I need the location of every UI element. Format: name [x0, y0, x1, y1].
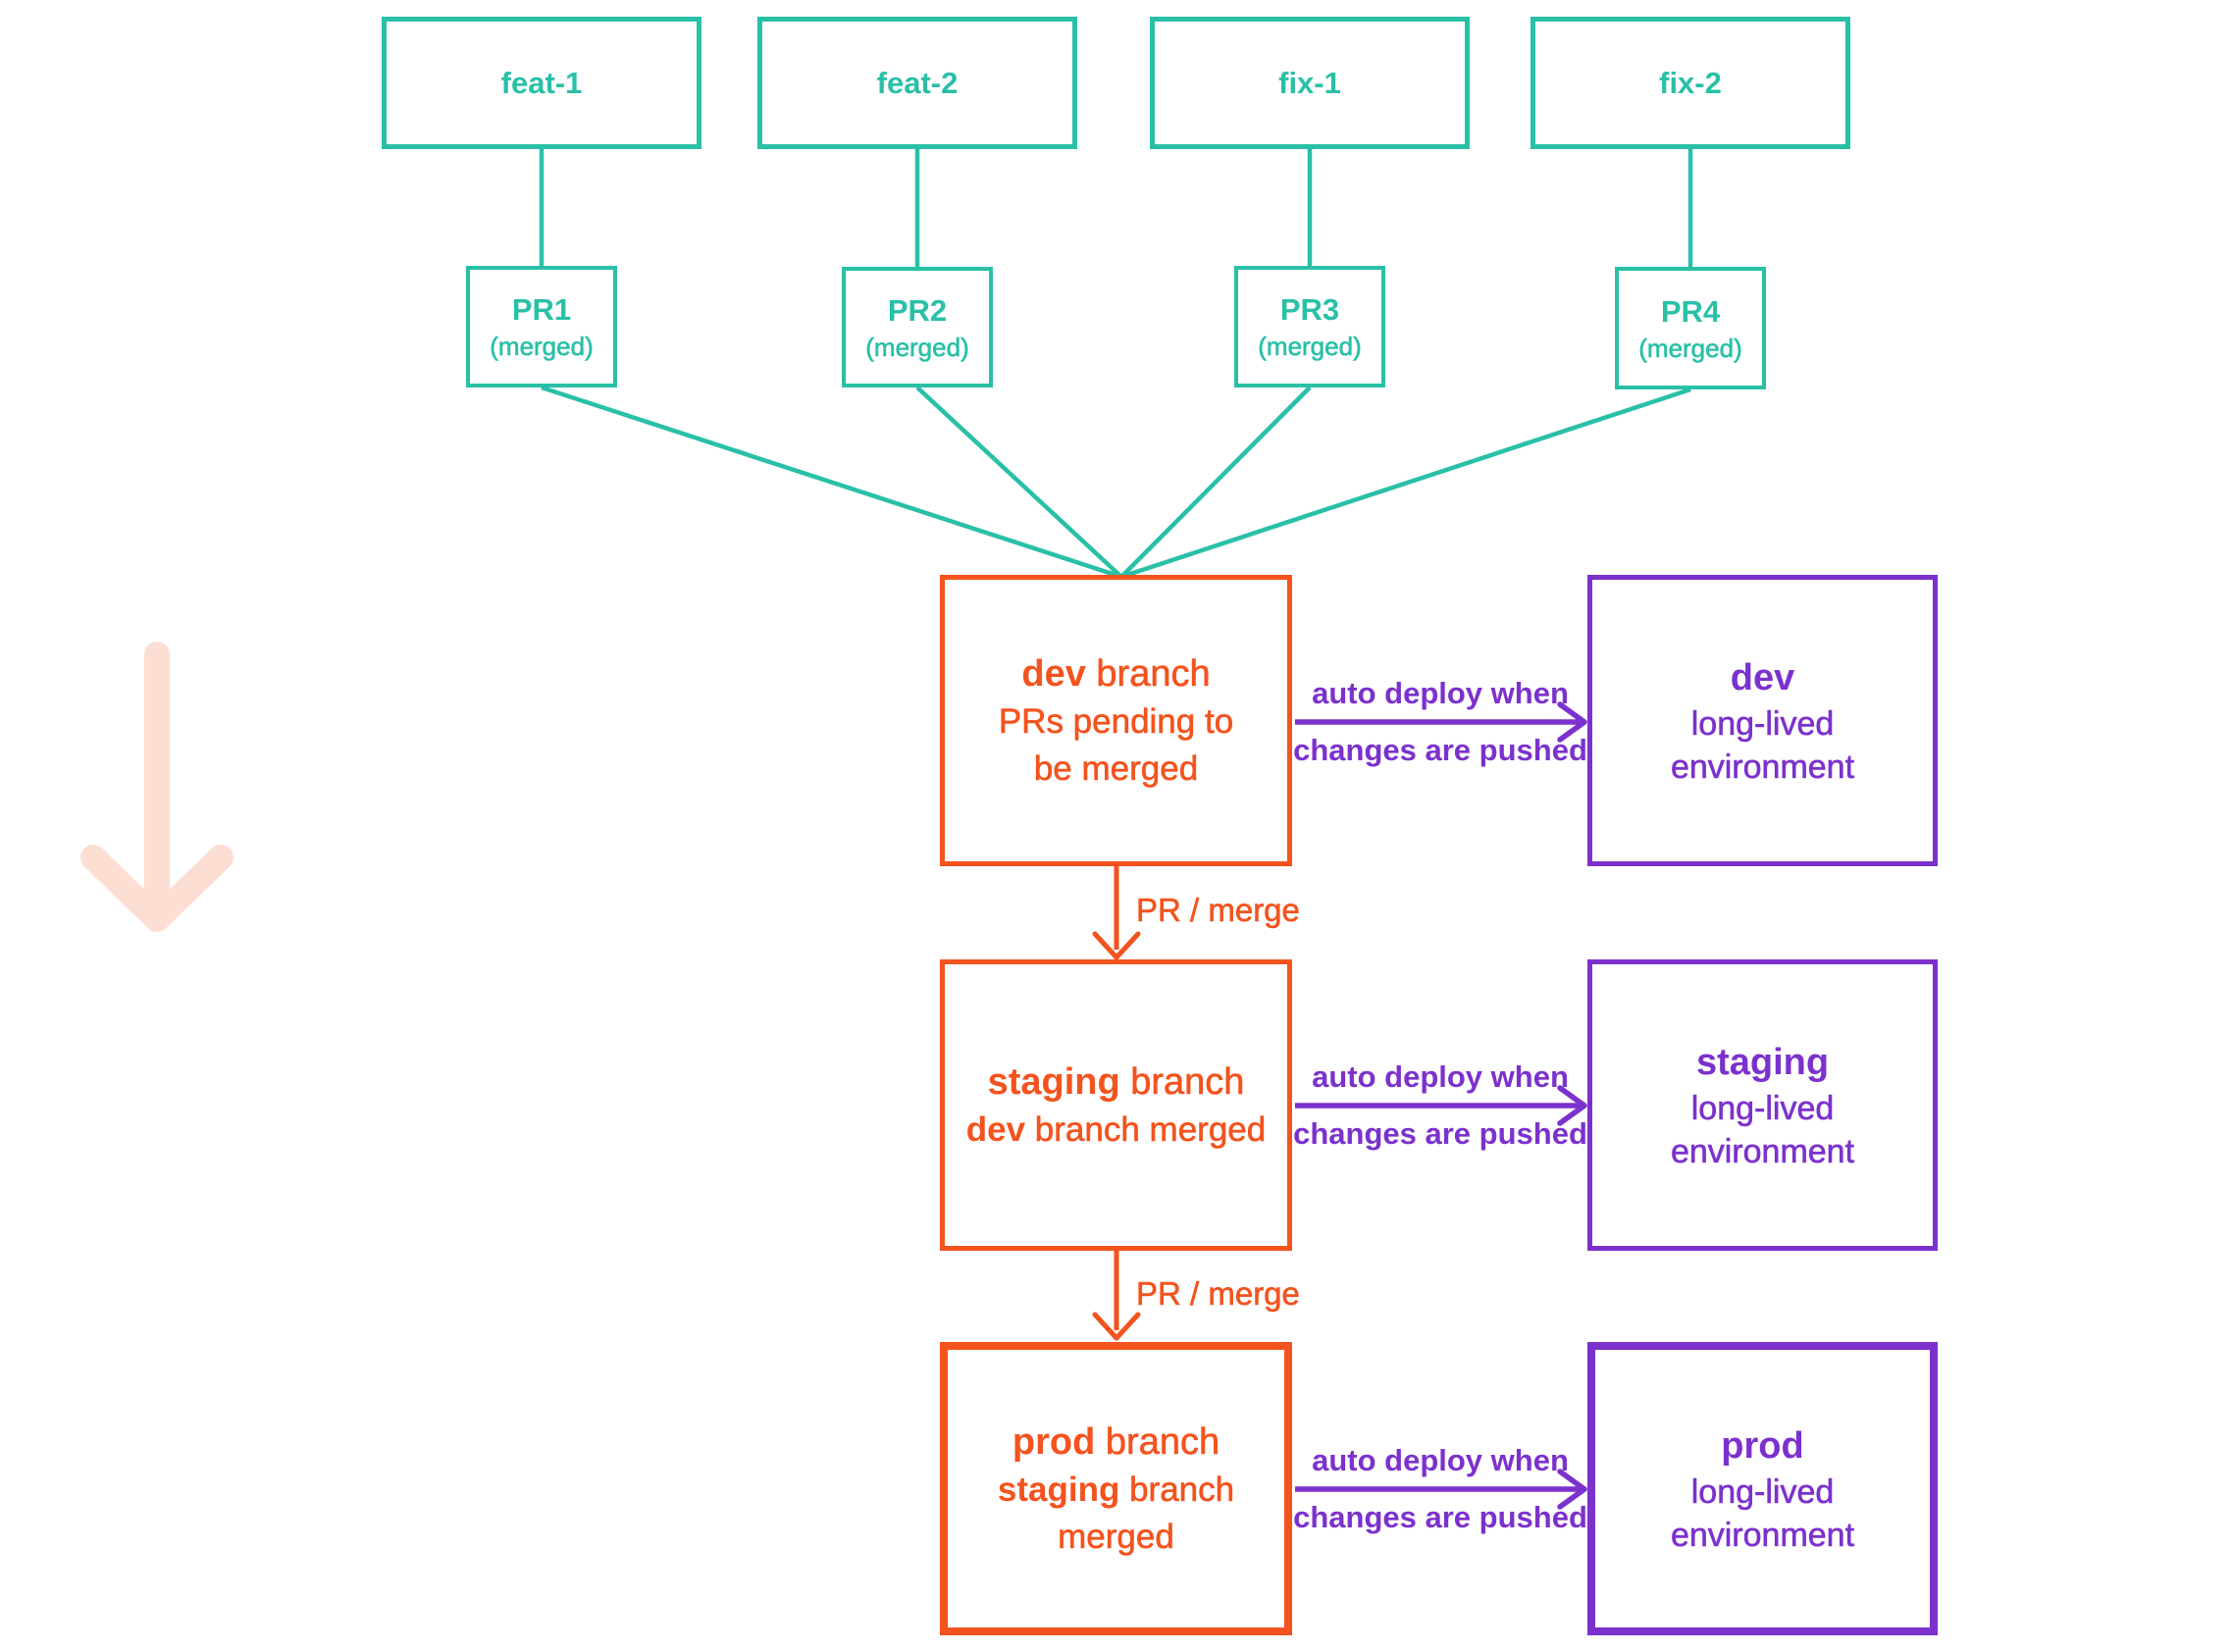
branch-keyword: staging [987, 1060, 1120, 1103]
branch-box-dev: dev branch PRs pending to be merged [940, 575, 1292, 866]
merge-arrow-label-staging-to-prod: PR / merge [1136, 1275, 1300, 1313]
branch-box-prod: prod branch staging branch merged [940, 1342, 1292, 1635]
deploy-label-line: changes are pushed [1293, 1116, 1587, 1151]
branch-detail-line: be merged [1033, 746, 1199, 793]
pr-name: PR4 [1660, 293, 1721, 329]
env-name: dev [1730, 656, 1795, 698]
env-line: environment [1670, 748, 1855, 786]
merge-line-pr2-to-dev-branch [915, 386, 1123, 579]
env-name: prod [1721, 1424, 1804, 1467]
pr-box-pr2: PR2 (merged) [842, 267, 993, 387]
feature-branch-box-fix-2: fix-2 [1531, 17, 1850, 149]
deploy-label-gap [1291, 710, 1589, 734]
deploy-label-gap [1291, 1477, 1589, 1501]
deploy-label-line: auto deploy when [1312, 676, 1569, 710]
arrow-staging-branch-to-prod-branch [1092, 1251, 1141, 1341]
pr-box-pr1: PR1 (merged) [466, 266, 617, 387]
pr-status: (merged) [865, 332, 969, 362]
branch-suffix: branch [1085, 652, 1211, 695]
branch-box-staging: staging branch dev branch merged [940, 959, 1292, 1251]
feature-branch-label: fix-2 [1659, 65, 1722, 100]
pr-status: (merged) [490, 332, 594, 362]
env-box-prod: prod long-lived environment [1587, 1342, 1938, 1635]
arrow-dev-branch-to-staging-branch [1092, 866, 1141, 960]
deploy-arrow-label-staging: auto deploy when changes are pushed [1291, 1060, 1589, 1151]
branch-detail-line: merged [1058, 1514, 1174, 1561]
detail-text: PRs pending to [998, 701, 1234, 741]
pr-box-pr3: PR3 (merged) [1234, 266, 1385, 387]
feature-branch-box-fix-1: fix-1 [1150, 17, 1470, 149]
merge-line-pr3-to-dev-branch [1119, 386, 1312, 579]
branch-detail-line: dev branch merged [965, 1107, 1267, 1154]
deploy-label-line: auto deploy when [1312, 1443, 1569, 1477]
detail-text: merged [1058, 1517, 1174, 1556]
merge-line-pr1-to-dev-branch [541, 385, 1122, 580]
detail-keyword: dev [965, 1110, 1026, 1149]
pr-name: PR3 [1279, 292, 1340, 327]
env-box-dev: dev long-lived environment [1587, 575, 1938, 866]
env-line: long-lived [1690, 1089, 1835, 1127]
merge-arrow-label-dev-to-staging: PR / merge [1136, 892, 1300, 929]
feature-branch-box-feat-1: feat-1 [382, 17, 701, 149]
env-line: long-lived [1690, 704, 1835, 743]
branch-title: staging branch [988, 1058, 1245, 1107]
feature-branch-label: feat-1 [500, 65, 583, 100]
pr-box-pr4: PR4 (merged) [1615, 267, 1766, 389]
branch-detail-line: PRs pending to [998, 698, 1234, 746]
pr-status: (merged) [1638, 333, 1742, 363]
deploy-label-gap [1291, 1094, 1589, 1117]
branch-title: prod branch [1012, 1418, 1219, 1467]
branch-suffix: branch [1119, 1060, 1245, 1103]
timeline-down-arrow [80, 642, 233, 932]
merge-line-pr4-to-dev-branch [1120, 387, 1691, 580]
branch-detail-line: staging branch [997, 1467, 1235, 1514]
env-name: staging [1695, 1041, 1830, 1083]
feature-branch-box-feat-2: feat-2 [757, 17, 1077, 149]
detail-keyword: staging [997, 1470, 1120, 1509]
env-line: long-lived [1690, 1472, 1835, 1511]
branch-title: dev branch [1021, 649, 1211, 698]
feature-branch-label: fix-1 [1278, 65, 1341, 100]
branch-keyword: prod [1012, 1420, 1096, 1463]
deploy-arrow-label-dev: auto deploy when changes are pushed [1291, 677, 1589, 767]
env-box-staging: staging long-lived environment [1587, 959, 1938, 1251]
env-line: environment [1670, 1516, 1855, 1554]
pr-status: (merged) [1258, 332, 1362, 362]
env-line: environment [1670, 1132, 1855, 1170]
deploy-arrow-label-prod: auto deploy when changes are pushed [1291, 1444, 1589, 1534]
deploy-label-line: changes are pushed [1293, 733, 1587, 767]
branch-keyword: dev [1021, 652, 1086, 695]
detail-text: branch [1119, 1470, 1235, 1509]
deploy-label-line: changes are pushed [1293, 1500, 1587, 1534]
deploy-label-line: auto deploy when [1312, 1059, 1569, 1094]
feature-branch-label: feat-2 [876, 65, 959, 100]
branch-suffix: branch [1095, 1420, 1220, 1463]
pr-name: PR2 [887, 292, 948, 328]
pr-name: PR1 [511, 292, 572, 327]
detail-text: be merged [1033, 749, 1199, 788]
detail-text: branch merged [1025, 1110, 1267, 1149]
